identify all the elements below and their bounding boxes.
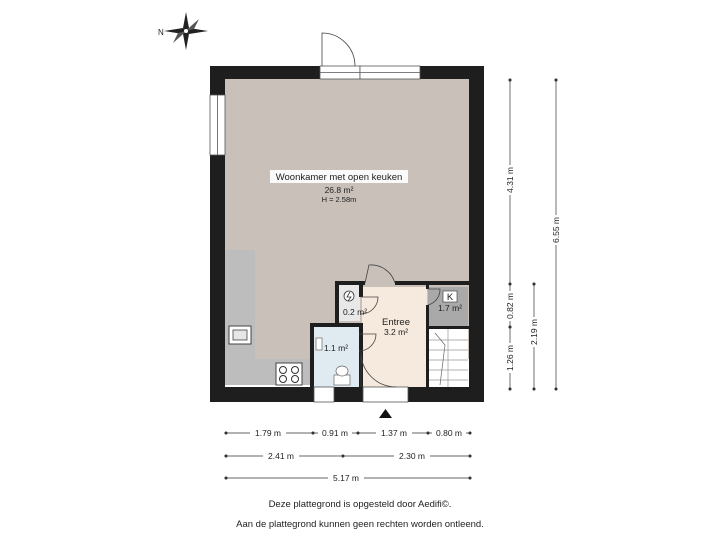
living-room-height: H = 2.58m (322, 195, 357, 204)
windows (209, 65, 421, 403)
entrance-arrow-icon (379, 409, 392, 418)
dim-1-79: 1.79 m (255, 428, 281, 438)
doors (321, 32, 441, 388)
hall-area: 3.2 m² (384, 327, 408, 337)
staircase (428, 329, 468, 387)
living-room-area: 26.8 m² (325, 185, 354, 195)
kitchen-sink (228, 325, 252, 345)
dim-4-31: 4.31 m (505, 167, 515, 193)
compass-rose-icon: N (158, 12, 208, 50)
dim-1-26: 1.26 m (505, 345, 515, 371)
right-dimension-labels: 4.31 m 0.82 m 1.26 m 2.19 m 6.55 m (504, 165, 562, 373)
room-label-living: Woonkamer met open keuken 26.8 m² H = 2.… (270, 170, 408, 204)
dim-6-55: 6.55 m (551, 217, 561, 243)
bottom-dimension-labels: 1.79 m 0.91 m 1.37 m 0.80 m 2.41 m 2.30 … (250, 427, 466, 484)
dim-0-91: 0.91 m (322, 428, 348, 438)
footer-disclaimer-line2: Aan de plattegrond kunnen geen rechten w… (236, 519, 484, 530)
electricity-meter-icon (343, 290, 355, 302)
closet-area: 1.7 m² (438, 303, 462, 313)
dim-2-30: 2.30 m (399, 451, 425, 461)
footer-disclaimer-line1: Deze plattegrond is opgesteld door Aedif… (268, 499, 452, 510)
meter-cupboard-area: 0.2 m² (343, 307, 367, 317)
toilet-area: 1.1 m² (324, 343, 348, 353)
dim-1-37: 1.37 m (381, 428, 407, 438)
living-room-name: Woonkamer met open keuken (276, 172, 403, 183)
toilet-fixtures (315, 337, 351, 386)
room-label-closet: K 1.7 m² (438, 290, 462, 313)
kitchen-hob (275, 362, 303, 386)
dim-2-41: 2.41 m (268, 451, 294, 461)
dim-5-17: 5.17 m (333, 473, 359, 483)
dim-0-82: 0.82 m (505, 293, 515, 319)
dim-2-19: 2.19 m (529, 319, 539, 345)
hall-name: Entree (382, 317, 410, 328)
dim-0-80: 0.80 m (436, 428, 462, 438)
hall-floor (362, 287, 427, 387)
closet-name: K (447, 292, 454, 303)
compass-north-label: N (158, 28, 164, 37)
